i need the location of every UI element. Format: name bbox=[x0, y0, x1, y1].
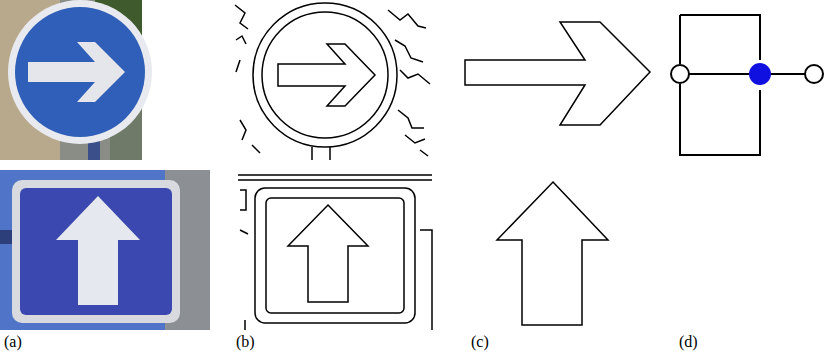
square-sign-edges-part bbox=[238, 175, 432, 180]
graph-model-part bbox=[750, 64, 770, 84]
graph-model-part bbox=[671, 65, 689, 83]
square-sign-photo-part bbox=[20, 188, 172, 315]
extracted-arrows bbox=[465, 22, 650, 325]
extracted-arrows-part bbox=[497, 182, 608, 325]
round-sign-edges-part bbox=[262, 12, 388, 138]
graph-model-part bbox=[770, 73, 805, 75]
square-sign-photo-part bbox=[0, 170, 210, 330]
round-sign-edges-part bbox=[253, 3, 397, 147]
round-sign-edges-part bbox=[278, 44, 375, 106]
round-sign-edges-part bbox=[312, 147, 330, 160]
graph-model-part bbox=[680, 73, 750, 75]
round-sign-photo bbox=[0, 0, 152, 160]
extracted-arrows-part bbox=[465, 22, 650, 125]
panel-label: (c) bbox=[471, 334, 489, 350]
square-sign-photo bbox=[0, 170, 210, 330]
round-sign-photo-part bbox=[8, 0, 152, 144]
square-sign-edges-part bbox=[266, 198, 404, 313]
square-sign-edges-part bbox=[288, 205, 368, 302]
square-sign-edges-part bbox=[255, 188, 415, 323]
round-sign-photo-part bbox=[28, 42, 125, 102]
square-sign-edges-part bbox=[240, 190, 432, 330]
round-sign-photo-part bbox=[15, 7, 145, 137]
graph-model-part bbox=[680, 15, 760, 155]
round-sign-edges-part bbox=[235, 5, 430, 156]
square-sign-photo-part bbox=[56, 196, 140, 305]
square-sign-edges bbox=[238, 175, 432, 330]
square-sign-photo-part bbox=[12, 180, 180, 323]
panel-label: (b) bbox=[236, 334, 255, 350]
panel-label: (d) bbox=[679, 334, 698, 350]
panel-label: (a) bbox=[4, 334, 22, 350]
round-sign-edges bbox=[235, 3, 430, 160]
graph-model-part bbox=[805, 65, 823, 83]
graph-model bbox=[671, 15, 823, 155]
